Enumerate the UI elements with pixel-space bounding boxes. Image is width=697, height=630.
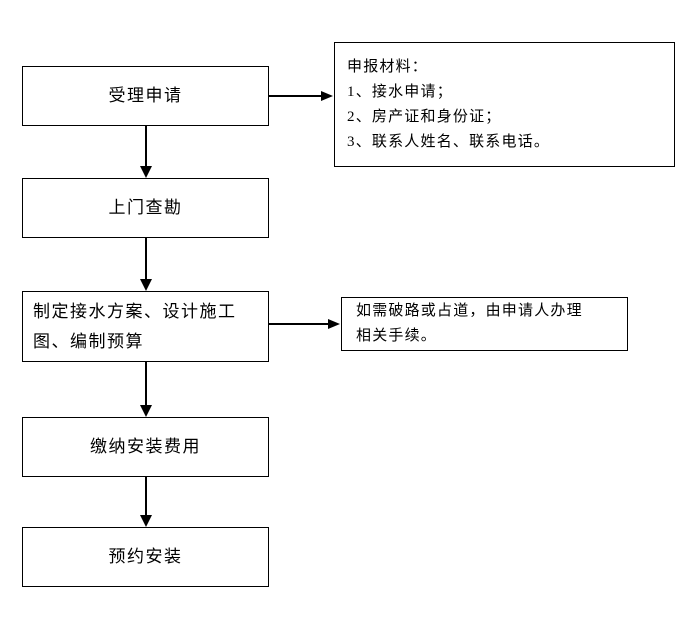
- flow-node-label: 缴纳安装费用: [90, 437, 201, 456]
- flow-node-label: 制定接水方案、设计施工 图、编制预算: [33, 301, 237, 351]
- flow-note-application-materials[interactable]: 申报材料： 1、接水申请； 2、房产证和身份证； 3、联系人姓名、联系电话。: [334, 42, 675, 167]
- flow-node-receive-application[interactable]: 受理申请: [22, 66, 269, 126]
- arrow-node3-to-node4: [136, 362, 156, 418]
- flow-note-label: 如需破路或占道，由申请人办理 相关手续。: [356, 303, 583, 344]
- flow-node-schedule-installation[interactable]: 预约安装: [22, 527, 269, 587]
- arrow-node2-to-node3: [136, 238, 156, 292]
- flow-node-label: 上门查勘: [108, 198, 183, 217]
- arrow-node1-to-note1: [269, 86, 335, 106]
- flow-note-road-permit[interactable]: 如需破路或占道，由申请人办理 相关手续。: [341, 297, 628, 351]
- flow-node-pay-installation-fee[interactable]: 缴纳安装费用: [22, 417, 269, 477]
- arrow-node3-to-note2: [269, 314, 342, 334]
- flow-node-design-plan[interactable]: 制定接水方案、设计施工 图、编制预算: [22, 291, 269, 362]
- flow-node-label: 受理申请: [108, 86, 183, 105]
- arrow-node1-to-node2: [136, 126, 156, 179]
- arrow-node4-to-node5: [136, 477, 156, 528]
- flow-note-label: 申报材料： 1、接水申请； 2、房产证和身份证； 3、联系人姓名、联系电话。: [347, 58, 551, 150]
- flow-node-site-survey[interactable]: 上门查勘: [22, 178, 269, 238]
- flow-node-label: 预约安装: [108, 547, 183, 566]
